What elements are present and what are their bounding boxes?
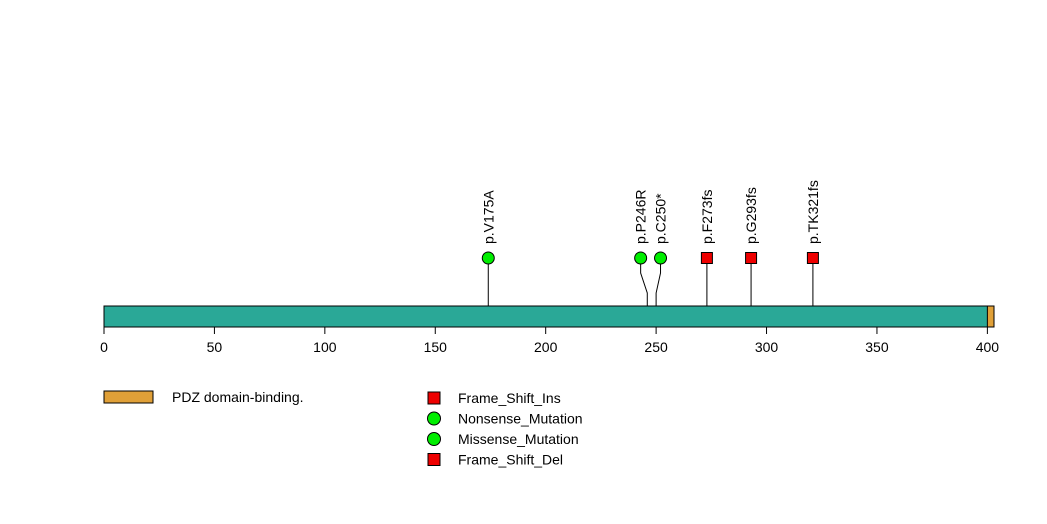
x-tick-label: 150 <box>424 339 448 355</box>
protein-backbone <box>103 305 995 328</box>
mutation-stem <box>640 258 648 306</box>
mutation-label: p.C250* <box>653 193 669 244</box>
mutation-label: p.TK321fs <box>805 180 821 244</box>
mutation-label: p.G293fs <box>743 187 759 244</box>
x-tick-label: 250 <box>644 339 668 355</box>
mutation-marker <box>700 252 713 264</box>
mutation-label: p.F273fs <box>699 190 715 244</box>
x-axis: 0 50 100 150 200 250 300 350 400 <box>100 327 999 355</box>
legend-label: Nonsense_Mutation <box>458 411 583 427</box>
x-tick-label: 350 <box>865 339 889 355</box>
legend-marker <box>427 453 441 466</box>
mutation-stem <box>655 258 662 306</box>
mutation-type-legend: Frame_Shift_InsNonsense_MutationMissense… <box>427 390 583 468</box>
mutation-marker <box>654 251 668 265</box>
x-tick-label: 100 <box>313 339 337 355</box>
mutation-label: p.V175A <box>480 190 496 244</box>
domain-legend-label: PDZ domain-binding. <box>172 389 304 405</box>
legend-marker <box>427 411 441 426</box>
mutation-marker <box>634 251 648 265</box>
legend-label: Frame_Shift_Del <box>458 452 563 468</box>
legend-marker <box>427 432 441 446</box>
protein-domains <box>986 305 995 328</box>
x-tick-label: 0 <box>100 339 108 355</box>
x-tick-label: 400 <box>976 339 1000 355</box>
domain-legend-swatch <box>103 390 154 404</box>
mutation-marker <box>806 252 819 264</box>
legend-label: Missense_Mutation <box>458 431 579 447</box>
mutation-heads <box>481 251 819 265</box>
mutation-label: p.P246R <box>633 190 649 244</box>
mutation-marker <box>481 251 495 265</box>
domain-legend: PDZ domain-binding. <box>103 389 304 405</box>
domain-block <box>986 305 995 328</box>
x-tick-label: 200 <box>534 339 558 355</box>
x-tick-label: 300 <box>755 339 779 355</box>
legend-marker <box>427 391 441 405</box>
mutation-stems <box>487 258 814 306</box>
legend-label: Frame_Shift_Ins <box>458 390 561 406</box>
x-tick-label: 50 <box>207 339 223 355</box>
mutation-marker <box>745 252 758 264</box>
